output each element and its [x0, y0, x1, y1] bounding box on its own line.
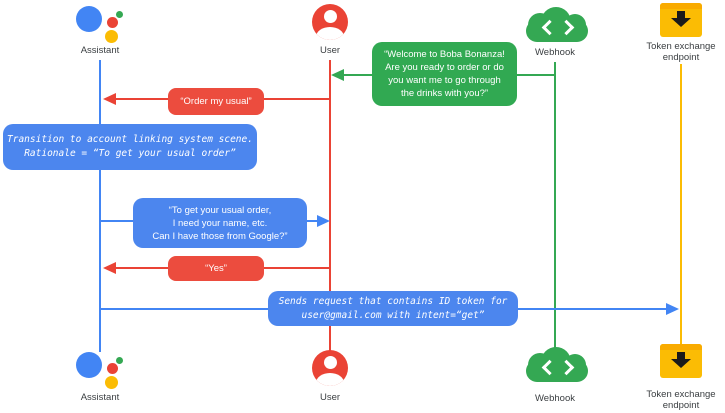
assistant-red-circle [107, 17, 118, 28]
message-line: Are you ready to order or do [385, 62, 504, 73]
assistant-red-circle [107, 363, 118, 374]
message-send-request: Sends request that contains ID token for… [268, 291, 518, 326]
cloud-hump [564, 354, 586, 376]
message-line: the drinks with you?” [400, 88, 489, 99]
message-line: Sends request that contains ID token for [278, 295, 508, 307]
arrowhead-order-usual [103, 93, 116, 105]
message-welcome: “Welcome to Boba Bonanza! Are you ready … [372, 42, 517, 106]
google-assistant-icon [75, 5, 125, 45]
user-head-shape [323, 10, 337, 23]
actor-label-assistant-bottom: Assistant [80, 392, 120, 403]
down-arrow-icon [677, 11, 685, 19]
user-head-shape [323, 356, 337, 369]
webhook-cloud-icon [526, 7, 588, 43]
actor-label-line: Token exchange [646, 41, 716, 52]
user-body-shape [316, 373, 344, 386]
message-line: I need your name, etc. [172, 217, 268, 229]
token-endpoint-icon [660, 3, 702, 37]
cloud-hump [564, 14, 586, 36]
lifeline-token-endpoint [680, 64, 682, 344]
lifeline-user [329, 60, 331, 352]
user-icon [312, 4, 348, 40]
down-arrow-icon [671, 359, 691, 368]
google-assistant-icon [75, 351, 125, 391]
lifeline-assistant [99, 60, 101, 352]
actor-label-line: endpoint [662, 400, 700, 411]
message-order-usual: “Order my usual” [168, 88, 264, 115]
actor-label-webhook-bottom: Webhook [535, 393, 575, 404]
actor-label-webhook-top: Webhook [535, 47, 575, 58]
message-line: Transition to account linking system sce… [7, 134, 253, 145]
arrowhead-send-request [666, 303, 679, 315]
box-lid [660, 344, 702, 350]
actor-label-line: endpoint [662, 52, 700, 63]
arrowhead-get-info [317, 215, 330, 227]
user-icon [312, 350, 348, 386]
assistant-yellow-circle [105, 30, 118, 43]
down-arrow-icon [671, 18, 691, 27]
actor-label-user-top: User [319, 45, 341, 56]
message-line: Rationale = “To get your usual order” [24, 148, 236, 159]
arrowhead-yes [103, 262, 116, 274]
actor-label-token-bottom: Token exchange endpoint [643, 389, 719, 411]
message-line: “Welcome to Boba Bonanza! [384, 49, 505, 60]
message-yes: “Yes” [168, 256, 264, 281]
assistant-green-dot [116, 11, 123, 18]
message-line: “Yes” [205, 263, 227, 274]
assistant-blue-circle [76, 352, 102, 378]
message-line: “Order my usual” [180, 96, 252, 107]
actor-label-token-top: Token exchange endpoint [643, 41, 719, 63]
assistant-blue-circle [76, 6, 102, 32]
message-line: Can I have those from Google?” [152, 230, 288, 242]
token-endpoint-icon [660, 344, 702, 378]
webhook-cloud-icon [526, 347, 588, 383]
assistant-yellow-circle [105, 376, 118, 389]
assistant-green-dot [116, 357, 123, 364]
down-arrow-icon [677, 352, 685, 360]
box-lid [660, 3, 702, 9]
message-get-info: “To get your usual order, I need your na… [133, 198, 307, 248]
message-line: you want me to go through [388, 75, 501, 86]
message-line: “To get your usual order, [168, 204, 272, 216]
actor-label-user-bottom: User [319, 392, 341, 403]
arrowhead-welcome [331, 69, 344, 81]
actor-label-assistant-top: Assistant [80, 45, 120, 56]
message-line: user@gmail.com with intent=“get” [301, 309, 485, 321]
lifeline-webhook [554, 62, 556, 348]
user-body-shape [316, 27, 344, 40]
note-transition-account-linking: Transition to account linking system sce… [3, 124, 257, 170]
actor-label-line: Token exchange [646, 389, 716, 400]
